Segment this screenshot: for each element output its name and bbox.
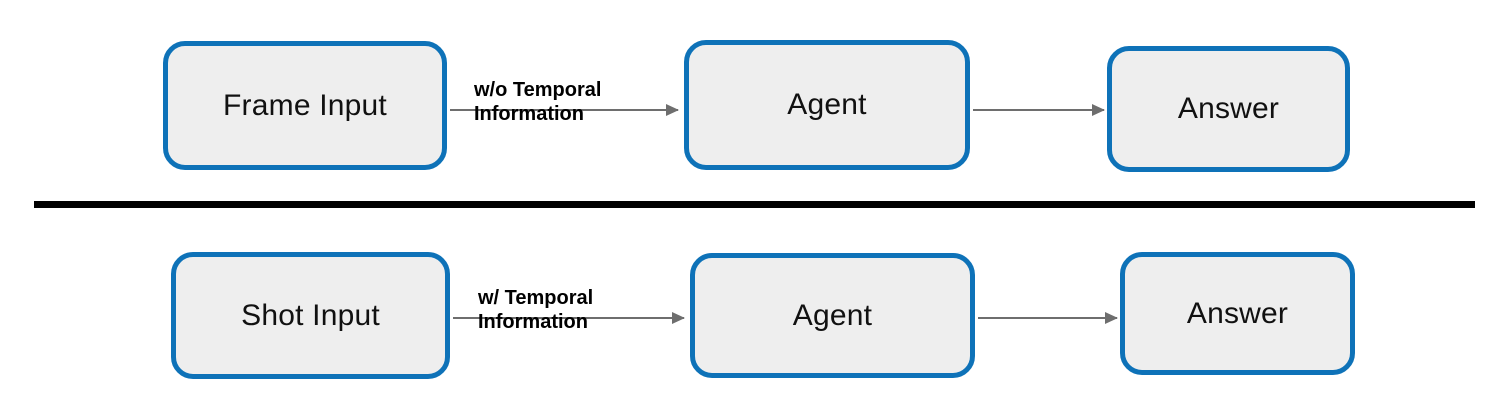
node-answer-bottom-label: Answer (1186, 296, 1289, 330)
edge-label-with-temporal-information: w/ Temporal Information (478, 287, 593, 334)
section-divider (34, 201, 1475, 208)
edge-label-line-1: w/o Temporal (474, 79, 602, 101)
arrow-agent-to-answer-bottom (978, 317, 1117, 319)
arrow-frame-input-to-agent (450, 109, 678, 111)
node-agent-bottom[interactable]: Agent (690, 253, 975, 378)
edge-label-line-2: Information (474, 102, 584, 125)
node-agent-top-label: Agent (787, 88, 867, 121)
edge-label-without-temporal-information: w/o Temporal Information (474, 79, 601, 126)
node-answer-bottom[interactable]: Answer (1120, 252, 1355, 375)
node-frame-input[interactable]: Frame Input (163, 41, 447, 170)
arrow-agent-to-answer-top (973, 109, 1104, 111)
edge-label-line-1: w/ Temporal (478, 287, 594, 309)
node-answer-top-label: Answer (1177, 92, 1280, 125)
node-shot-input-label: Shot Input (241, 298, 380, 332)
arrow-shot-input-to-agent (453, 317, 684, 319)
node-shot-input[interactable]: Shot Input (171, 252, 450, 379)
node-agent-top[interactable]: Agent (684, 40, 970, 170)
edge-label-line-2: Information (478, 310, 588, 333)
node-answer-top[interactable]: Answer (1107, 46, 1350, 172)
node-frame-input-label: Frame Input (223, 88, 387, 122)
node-agent-bottom-label: Agent (792, 298, 873, 332)
